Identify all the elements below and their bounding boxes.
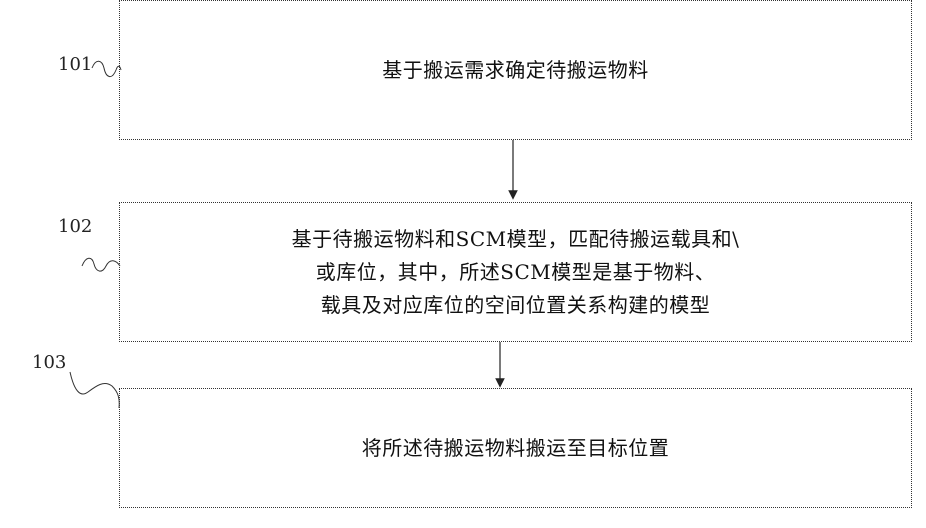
step-102-line-1: 基于待搬运物料和SCM模型，匹配待搬运载具和\ [292, 223, 740, 256]
step-label-101: 101 [58, 54, 92, 75]
step-103-line: 将所述待搬运物料搬运至目标位置 [362, 432, 670, 465]
leader-line-101 [92, 61, 121, 76]
leader-line-102 [82, 258, 120, 271]
leader-line-103 [70, 372, 119, 408]
step-box-103: 将所述待搬运物料搬运至目标位置 [119, 388, 912, 508]
step-text-103: 将所述待搬运物料搬运至目标位置 [362, 432, 670, 465]
step-label-103: 103 [32, 352, 66, 373]
step-102-line-2: 或库位，其中，所述SCM模型是基于物料、 [292, 256, 740, 289]
step-label-102: 102 [58, 216, 92, 237]
step-box-101: 基于搬运需求确定待搬运物料 [119, 0, 912, 140]
step-101-line: 基于搬运需求确定待搬运物料 [382, 54, 649, 87]
step-box-102: 基于待搬运物料和SCM模型，匹配待搬运载具和\ 或库位，其中，所述SCM模型是基… [119, 202, 912, 342]
step-text-102: 基于待搬运物料和SCM模型，匹配待搬运载具和\ 或库位，其中，所述SCM模型是基… [292, 223, 740, 322]
step-text-101: 基于搬运需求确定待搬运物料 [382, 54, 649, 87]
step-102-line-3: 载具及对应库位的空间位置关系构建的模型 [292, 289, 740, 322]
